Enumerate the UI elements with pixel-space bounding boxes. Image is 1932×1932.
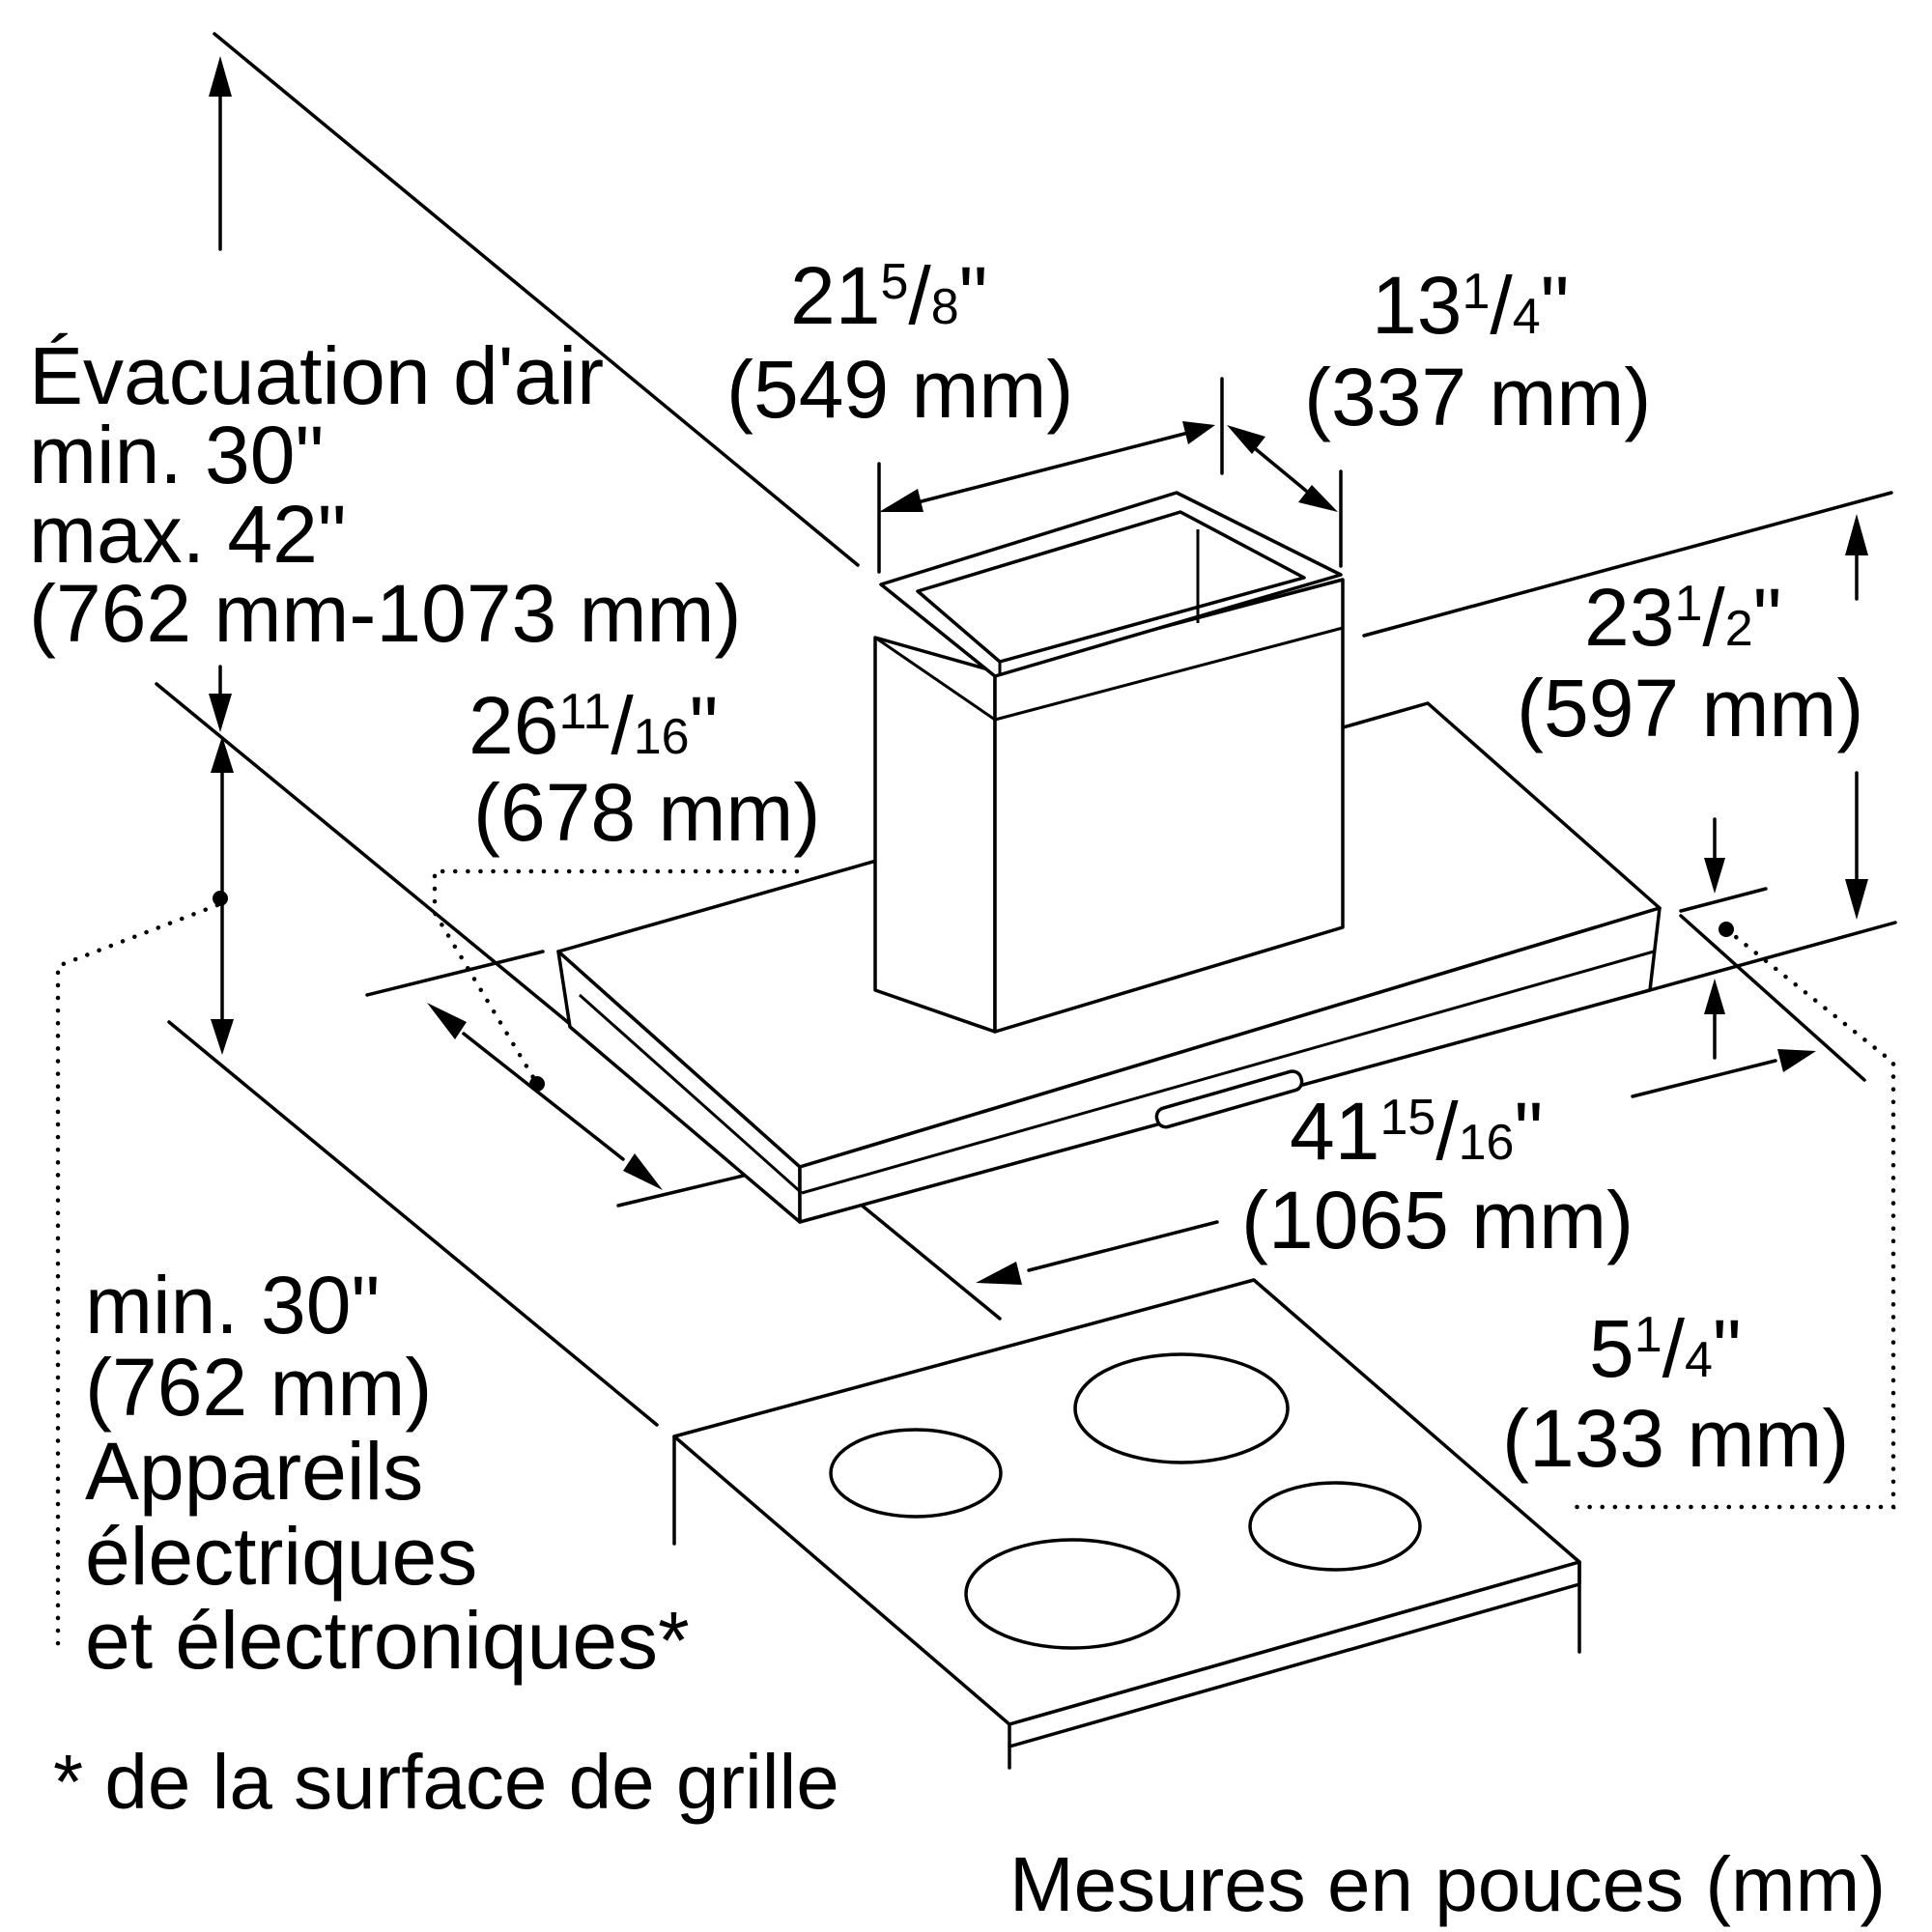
hood-width-arrow-right	[1777, 1049, 1816, 1072]
clearance-label-line-4: électriques	[85, 1511, 477, 1602]
air-exhaust-label-line-3: max. 42"	[29, 489, 347, 580]
footnote: * de la surface de grille	[53, 1739, 839, 1825]
air-exhaust-lower-arrow-head	[209, 694, 232, 732]
hood-width-mm: (1065 mm)	[1241, 1175, 1634, 1265]
cooktop-burner-back-right	[1073, 1352, 1290, 1464]
chimney-width-dimension-line	[916, 431, 1190, 504]
clearance-marker-dot	[213, 891, 228, 906]
hood-depth-front-extension	[365, 950, 545, 997]
hood-canopy-bevel-2	[801, 950, 1655, 1195]
hood-height-fraction: 231/2"	[1584, 572, 1781, 663]
clearance-arrow-down	[211, 1019, 234, 1055]
canopy-height-mm: (133 mm)	[1502, 1393, 1849, 1484]
units-note: Mesures en pouces (mm)	[1009, 1841, 1886, 1927]
canopy-height-dotted-leader	[1562, 926, 1896, 1510]
hood-width-arrow-left	[976, 1262, 1022, 1285]
chimney-depth-arrow-a	[1227, 425, 1265, 454]
hood-bottom-right-extension-line	[1648, 921, 1897, 992]
air-exhaust-label-line-2: min. 30"	[29, 410, 324, 500]
clearance-label-line-3: Appareils	[85, 1426, 423, 1517]
chimney-rim-lower-2	[994, 626, 1344, 722]
chimney-rim-lower	[874, 636, 996, 722]
hood-depth-dimension-line	[462, 1032, 625, 1161]
hood-depth-fraction: 2611/16"	[469, 680, 718, 771]
air-exhaust-arrow-head	[209, 56, 232, 97]
hood-bottom-extension-line	[155, 682, 572, 1026]
hood-depth-arrow-a	[427, 1003, 467, 1039]
hood-height-arrow-down	[1845, 879, 1868, 920]
cooktop-surface	[672, 1278, 1581, 1726]
hood-canopy-bevel	[579, 993, 803, 1195]
hood-width-dimension-line-left	[1027, 1220, 1219, 1272]
chimney-depth-mm: (337 mm)	[1304, 352, 1651, 442]
chimney-width-arrow-right	[1182, 421, 1215, 444]
chimney-width-fraction: 215/8"	[790, 250, 987, 341]
clearance-label-line-5: et électroniques*	[85, 1595, 690, 1686]
hood-width-fraction: 4115/16"	[1290, 1086, 1543, 1177]
air-exhaust-label-line-4: (762 mm-1073 mm)	[29, 568, 742, 659]
air-exhaust-extension-line	[213, 32, 860, 567]
chimney-side-face	[993, 578, 1345, 1034]
chimney-depth-fraction: 131/4"	[1372, 260, 1569, 351]
cooktop-burner-front-right	[1248, 1481, 1422, 1572]
clearance-label-line-2: (762 mm)	[85, 1342, 432, 1433]
cooktop-burner-front-left	[964, 1538, 1180, 1650]
chimney-width-mm: (549 mm)	[726, 344, 1073, 435]
hood-control-strip	[1154, 1069, 1304, 1129]
hood-height-arrow-up	[1845, 514, 1868, 555]
chimney-inner-opening	[916, 510, 1306, 664]
hood-depth-marker-dot	[529, 1076, 545, 1092]
canopy-height-arrow-bottom	[1704, 979, 1725, 1014]
chimney-front-face	[873, 636, 997, 1034]
hood-canopy-side	[798, 906, 1662, 1224]
canopy-top-extension-line	[1679, 887, 1768, 913]
hood-depth-mm: (678 mm)	[473, 767, 820, 858]
cooktop-level-extension-line	[167, 1020, 659, 1427]
clearance-arrow-up	[211, 736, 234, 773]
hood-depth-arrow-b	[623, 1153, 663, 1190]
air-exhaust-label-line-1: Évacuation d'air	[29, 330, 604, 421]
chimney-width-arrow-left	[879, 489, 923, 512]
canopy-marker-dot	[1719, 922, 1734, 937]
hood-width-right-extension	[1679, 914, 1866, 1082]
canopy-height-fraction: 51/4"	[1589, 1303, 1742, 1394]
hood-height-mm: (597 mm)	[1517, 663, 1863, 753]
clearance-label-line-1: min. 30"	[85, 1260, 380, 1350]
canopy-height-arrow-top	[1704, 858, 1725, 894]
cooktop-burner-back-left	[829, 1428, 1003, 1519]
hood-top-extension-line	[1362, 491, 1893, 638]
chimney-depth-arrow-b	[1298, 485, 1338, 512]
chimney-depth-dimension-line	[1254, 447, 1308, 493]
hood-width-dimension-line-right	[1631, 1059, 1777, 1098]
